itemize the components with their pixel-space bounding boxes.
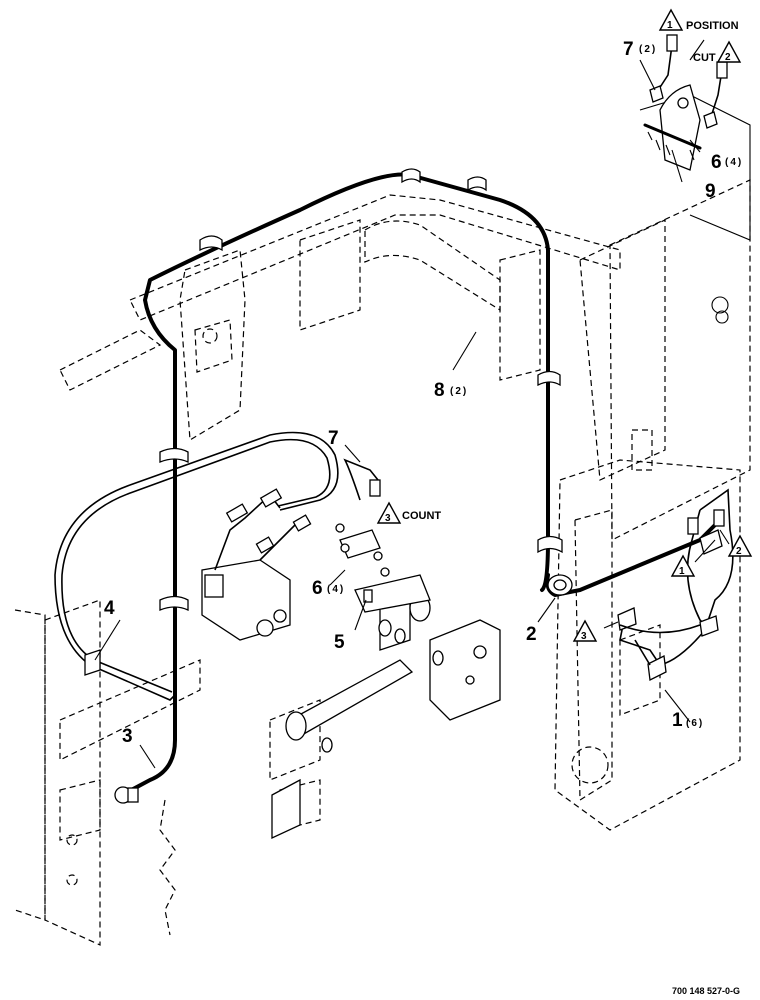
shaft (289, 659, 414, 736)
callout-3: 3 (122, 726, 133, 747)
svg-text:1: 1 (667, 20, 673, 31)
mechanical-parts (201, 559, 501, 840)
callout-8-qty: (2) (450, 386, 468, 397)
cable-clamp (159, 447, 189, 464)
note-count: 3 COUNT (376, 501, 441, 524)
callout-1: 1 (672, 710, 683, 731)
loop-harness (54, 431, 390, 701)
callout-2: 2 (526, 624, 537, 645)
callout-6-left-qty: (4) (327, 584, 345, 595)
mount-plate (429, 619, 501, 721)
cable-clamp (537, 535, 563, 554)
sensor (369, 479, 381, 497)
note-triangle-3 (376, 501, 402, 524)
drawing-number: 700 148 527-0-G (672, 986, 740, 996)
marker-triangle-2 (727, 534, 753, 557)
callout-5: 5 (334, 632, 345, 653)
main-harness (114, 168, 722, 804)
machine-frame (14, 179, 751, 946)
harness-clip (84, 649, 101, 676)
svg-text:3: 3 (385, 513, 391, 524)
note-triangle-1 (658, 8, 684, 31)
cable-clamp (537, 370, 561, 387)
marker-triangle-3 (572, 619, 598, 642)
callout-7-left: 7 (328, 428, 339, 449)
callout-7-inset: 7 (623, 39, 634, 60)
callout-8: 8 (434, 380, 445, 401)
svg-text:1: 1 (679, 566, 685, 577)
valve-block (201, 559, 291, 641)
svg-text:2: 2 (725, 52, 731, 63)
count-label: COUNT (402, 510, 441, 522)
note-position: 1 POSITION (658, 8, 739, 32)
svg-text:3: 3 (581, 631, 587, 642)
callout-1-qty: (6) (686, 718, 704, 729)
callout-6-inset: 6 (711, 152, 722, 173)
note-triangle-2 (716, 40, 742, 63)
svg-text:2: 2 (736, 546, 742, 557)
inset-detail (639, 34, 751, 241)
cut-label: CUT (693, 52, 716, 64)
markers: 1 2 3 (572, 534, 753, 642)
harness-cable (120, 172, 550, 797)
marker-triangle-1 (670, 554, 696, 577)
callout-7-inset-qty: (2) (639, 44, 657, 55)
callout-6-inset-qty: (4) (725, 157, 743, 168)
leader-lines (94, 39, 730, 769)
callout-9: 9 (705, 181, 716, 202)
callouts: 4 3 2 5 6 (4) 7 8 (2) 1 (6) 7 (2) 6 (4) … (104, 39, 743, 747)
note-cut: CUT 2 (693, 40, 742, 64)
position-label: POSITION (686, 20, 739, 32)
callout-6-left: 6 (312, 578, 323, 599)
callout-4: 4 (104, 598, 115, 619)
right-sensor-wires (617, 488, 734, 681)
cable-clamp (159, 595, 189, 612)
